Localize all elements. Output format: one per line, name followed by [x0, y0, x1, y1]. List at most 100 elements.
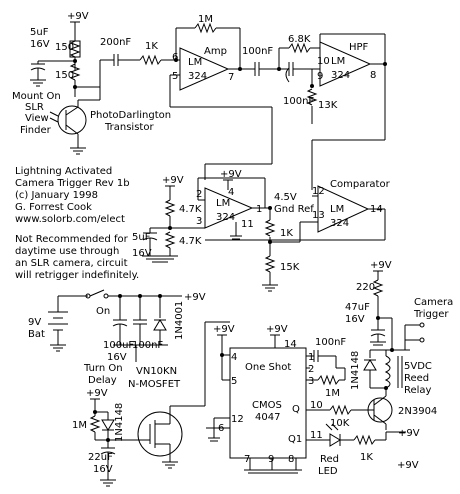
opamp-amp [179, 47, 230, 91]
title-line-1: Lightning Activated [15, 166, 112, 177]
d4001-label: 1N4001 [174, 301, 185, 340]
view-text: View [25, 113, 49, 124]
relay-coil [384, 355, 391, 389]
title-line-5: www.solorb.com/elect [15, 214, 125, 225]
ic-4047 [229, 347, 307, 459]
cmp-lm: LM [330, 204, 344, 215]
r-hpf-label: 6.8K [288, 34, 311, 45]
resistor-6k8 [288, 42, 311, 54]
c-input-label: 200nF [100, 37, 131, 48]
c-hpf1-label: 100nF [242, 46, 273, 57]
r150b-label: 150 [55, 70, 74, 81]
ic-q1-label: Q1 [288, 434, 302, 445]
photodarlington-symbol [57, 105, 87, 135]
camera-label: Camera [414, 297, 453, 308]
cmp-324: 324 [330, 218, 349, 229]
resistor-220 [372, 279, 384, 297]
r-15k-label: 15K [280, 262, 300, 273]
supply-label-10: +9V [397, 460, 419, 471]
hpf-324: 324 [331, 70, 350, 81]
supply-label-2: +9V [162, 175, 184, 186]
ic-pin7: 7 [244, 454, 250, 465]
r220-label: 220 [356, 282, 375, 293]
supply-label-9: +9V [370, 260, 392, 271]
supply-label-6: +9V [213, 324, 235, 335]
r-10k-label: 10K [330, 418, 350, 429]
resistor-1k-led [353, 434, 376, 446]
resistor-1m-delay [89, 415, 101, 433]
gnd-ref-voltage: 4.5V [274, 192, 297, 203]
supply-label-8: +9V [398, 428, 420, 439]
ic-pin8: 8 [288, 454, 294, 465]
c-hpf2-label: 100nF [283, 96, 314, 107]
resistor-13k [306, 88, 318, 106]
ic-pin11: 11 [310, 430, 323, 441]
ic-pin5: 5 [231, 376, 237, 387]
comparator-section: Comparator LM 324 12 13 14 [205, 179, 391, 242]
trigger-label: Trigger [413, 309, 449, 320]
title-line-4: G. Forrest Cook [15, 202, 92, 213]
vn10-label: VN10KN [136, 366, 177, 377]
cmp-pin12: 12 [312, 186, 325, 197]
ic-pin1: 1 [308, 352, 314, 363]
mosfet-label: N-MOSFET [128, 379, 181, 390]
r-1k-ref-label: 1K [280, 228, 293, 239]
reed-voltage: 5VDC [404, 361, 432, 372]
diode-1n4001 [153, 319, 167, 331]
ic-pin12: 12 [231, 414, 244, 425]
comparator-label: Comparator [330, 179, 391, 190]
notes-block: Lightning Activated Camera Trigger Rev 1… [15, 166, 139, 281]
ic-pin9: 9 [268, 454, 274, 465]
finder-text: Finder [20, 125, 52, 136]
c-ref-voltage: 16V [132, 248, 152, 259]
amp-324: 324 [188, 71, 207, 82]
hpf-label: HPF [349, 42, 369, 53]
opamp-comparator [317, 185, 370, 233]
supply-label-1: +9V [67, 11, 89, 22]
transistor-text: Transistor [104, 122, 154, 133]
r-os-label: 1M [325, 388, 340, 399]
r-input-label: 1K [145, 41, 158, 52]
ic-pin2: 2 [308, 364, 314, 375]
warning-line-3: an SLR camera, circuit [15, 258, 128, 269]
r-13k-label: 13K [318, 100, 338, 111]
diode-1n4148-relay [363, 359, 377, 371]
gnd-324: 324 [216, 212, 235, 223]
mosfet-symbol [137, 411, 183, 457]
gnd-ref-section: +9V 4.7K 5uF 16V 4.7K +9V LM 324 2 3 11 … [132, 107, 314, 292]
resistor-150-bottom [69, 63, 81, 81]
switch-on-label: On [96, 306, 110, 317]
c-ref-label: 5uF [132, 232, 151, 243]
amp-pin5: 5 [172, 71, 178, 82]
output-section: +9V 220 47uF 16V 1N4148 5VDC Reed Relay [345, 260, 453, 430]
supply-label-7: +9V [266, 324, 288, 335]
mount-text: Mount On [12, 91, 61, 102]
photodarlington-text: PhotoDarlington [90, 110, 171, 121]
resistor-1k-input [139, 54, 162, 66]
c-top-label: 5uF [30, 27, 49, 38]
c-top-voltage: 16V [30, 39, 50, 50]
hpf-pin8: 8 [370, 70, 376, 81]
gnd-pin2: 2 [196, 189, 202, 200]
amp-pin7: 7 [228, 72, 234, 83]
ic-pin14: 14 [284, 339, 297, 350]
power-switch[interactable] [89, 289, 105, 297]
gnd-pin11: 11 [241, 219, 254, 230]
resistor-1m-feedback [194, 22, 217, 34]
resistor-10k [329, 404, 352, 416]
hpf-lm: LM [331, 56, 345, 67]
r150a-label: 150 [55, 42, 74, 53]
led-label: LED [318, 466, 338, 477]
warning-line-4: will retrigger indefinitely. [15, 270, 139, 281]
resistor-1m-oneshot [317, 374, 340, 386]
turn-on-text: Turn On [83, 363, 123, 374]
hpf-pin9: 9 [317, 71, 323, 82]
relay-label: Relay [404, 385, 432, 396]
gnd-pin3: 3 [196, 216, 202, 227]
c-os-label: 100nF [315, 337, 346, 348]
slr-text: SLR [25, 102, 44, 113]
led-color-label: Red [320, 454, 339, 465]
warning-line-1: Not Recommended for [15, 234, 129, 245]
r-1k-led-label: 1K [360, 452, 373, 463]
